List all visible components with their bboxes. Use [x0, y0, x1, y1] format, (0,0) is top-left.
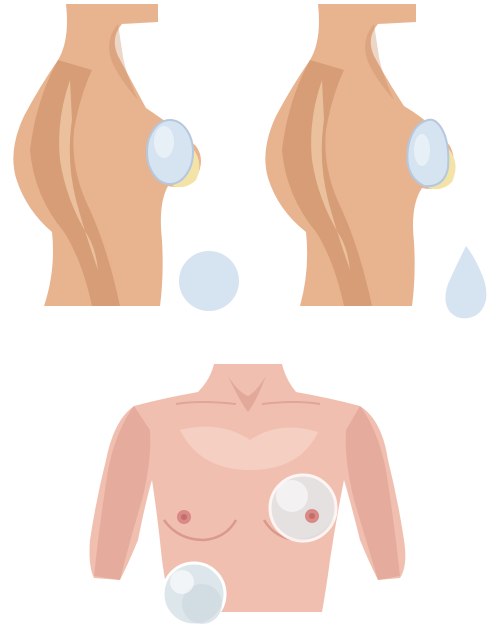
side-profile-figure	[244, 0, 488, 320]
round-implant-side-sheen	[154, 126, 174, 158]
teardrop-implant-side-sheen	[414, 134, 430, 166]
teardrop-implant-icon	[445, 246, 486, 318]
right-nipple-center	[309, 513, 315, 519]
right-breast-implant-sheen	[276, 480, 308, 512]
front-torso-figure	[0, 330, 488, 628]
round-implant-front-icon-sheen	[170, 570, 194, 594]
side-view-teardrop-implant-illustration	[244, 0, 488, 320]
side-view-round-implant-illustration	[0, 0, 244, 320]
side-profile-figure	[0, 0, 244, 320]
front-view-torso-illustration	[0, 330, 488, 628]
round-implant-icon	[179, 251, 239, 311]
left-nipple-center	[181, 514, 187, 520]
